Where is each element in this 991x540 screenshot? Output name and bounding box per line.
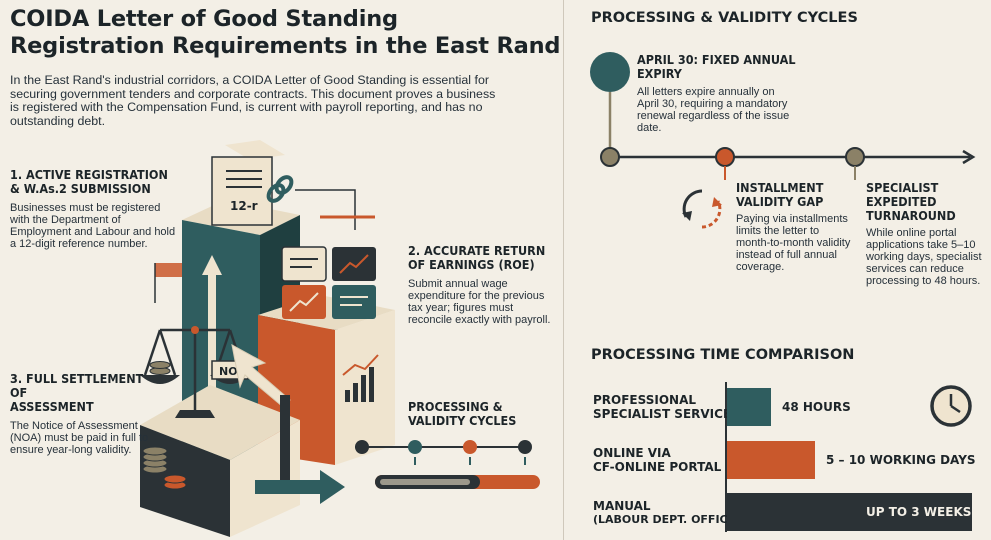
section-1-heading-line1: 1. ACTIVE REGISTRATION (10, 167, 168, 182)
section-3-heading-line2: ASSESSMENT (10, 399, 94, 414)
bar-value-specialist: 48 HOURS (782, 400, 851, 414)
section-2-heading-line2: OF EARNINGS (ROE) (408, 257, 535, 272)
bar-label-manual-line2: (LABOUR DEPT. OFFICE) (593, 513, 741, 526)
refresh-cycle-icon (682, 189, 722, 229)
specialist-block: SPECIALIST EXPEDITED TURNAROUND While on… (866, 181, 986, 288)
section-registration: 1. ACTIVE REGISTRATION & W.As.2 SUBMISSI… (10, 168, 180, 251)
bar-manual (727, 493, 972, 531)
specialist-heading-line2: EXPEDITED (866, 194, 937, 209)
bar-label-specialist: PROFESSIONAL SPECIALIST SERVICE (593, 393, 731, 421)
expiry-heading: APRIL 30: FIXED ANNUAL EXPIRY (637, 52, 796, 81)
expiry-text: All letters expire annually on April 30,… (637, 86, 790, 134)
specialist-text: While online portal applications take 5–… (866, 227, 982, 287)
expiry-marker (590, 52, 630, 92)
column-divider (563, 0, 564, 540)
section-1-heading: 1. ACTIVE REGISTRATION & W.As.2 SUBMISSI… (10, 168, 180, 196)
mini-cycles-title-line1: PROCESSING & (408, 399, 503, 414)
title-line-2: Registration Requirements in the East Ra… (10, 33, 561, 59)
installment-heading: INSTALLMENT VALIDITY GAP (736, 181, 851, 209)
expiry-block: APRIL 30: FIXED ANNUAL EXPIRY All letter… (637, 52, 827, 135)
bar-label-online-line1: ONLINE VIA (593, 446, 671, 460)
bar-value-online: 5 – 10 WORKING DAYS (826, 453, 976, 467)
comparison-title: PROCESSING TIME COMPARISON (591, 347, 855, 363)
mini-cycles-title: PROCESSING & VALIDITY CYCLES (408, 400, 538, 428)
bar-value-manual: UP TO 3 WEEKS (866, 505, 972, 519)
specialist-heading-line3: TURNAROUND (866, 208, 956, 223)
installment-text: Paying via installments limits the lette… (736, 213, 851, 273)
specialist-heading: SPECIALIST EXPEDITED TURNAROUND (866, 181, 986, 223)
bar-label-online-line2: CF-ONLINE PORTAL (593, 460, 722, 474)
building-blocks-illustration: 12-r (140, 140, 540, 537)
section-2-heading-line1: 2. ACCURATE RETURN (408, 243, 546, 258)
section-1-text: Businesses must be registered with the D… (10, 202, 176, 250)
doc-label: 12-r (230, 199, 258, 213)
cycles-title: PROCESSING & VALIDITY CYCLES (591, 10, 858, 26)
intro-paragraph: In the East Rand's industrial corridors,… (10, 73, 496, 128)
specialist-heading-line1: SPECIALIST (866, 180, 939, 195)
section-3-text: The Notice of Assessment (NOA) must be p… (10, 420, 149, 456)
page-title: COIDA Letter of Good Standing Registrati… (10, 6, 570, 60)
installment-heading-line2: VALIDITY GAP (736, 194, 824, 209)
bar-label-manual: MANUAL (LABOUR DEPT. OFFICE) (593, 499, 740, 527)
bar-label-online: ONLINE VIA CF-ONLINE PORTAL (593, 446, 721, 474)
bar-label-manual-line1: MANUAL (593, 499, 651, 513)
mini-cycles-title-line2: VALIDITY CYCLES (408, 413, 517, 428)
installment-heading-line1: INSTALLMENT (736, 180, 824, 195)
title-line-1: COIDA Letter of Good Standing (10, 6, 398, 32)
bar-label-specialist-line1: PROFESSIONAL (593, 393, 697, 407)
validity-timeline (590, 52, 976, 180)
bar-specialist (727, 388, 771, 426)
section-roe: 2. ACCURATE RETURN OF EARNINGS (ROE) Sub… (408, 244, 558, 327)
section-3-heading: 3. FULL SETTLEMENT OF ASSESSMENT (10, 372, 150, 414)
section-2-text: Submit annual wage expenditure for the p… (408, 278, 551, 326)
section-1-heading-line2: & W.As.2 SUBMISSION (10, 181, 151, 196)
section-3-heading-line1: 3. FULL SETTLEMENT OF (10, 371, 144, 400)
bar-online (727, 441, 815, 479)
installment-block: INSTALLMENT VALIDITY GAP Paying via inst… (736, 181, 851, 274)
section-2-heading: 2. ACCURATE RETURN OF EARNINGS (ROE) (408, 244, 558, 272)
clock-icon (930, 385, 972, 427)
comparison-axis (725, 382, 727, 532)
bar-label-specialist-line2: SPECIALIST SERVICE (593, 407, 732, 421)
section-settlement: 3. FULL SETTLEMENT OF ASSESSMENT The Not… (10, 372, 150, 457)
